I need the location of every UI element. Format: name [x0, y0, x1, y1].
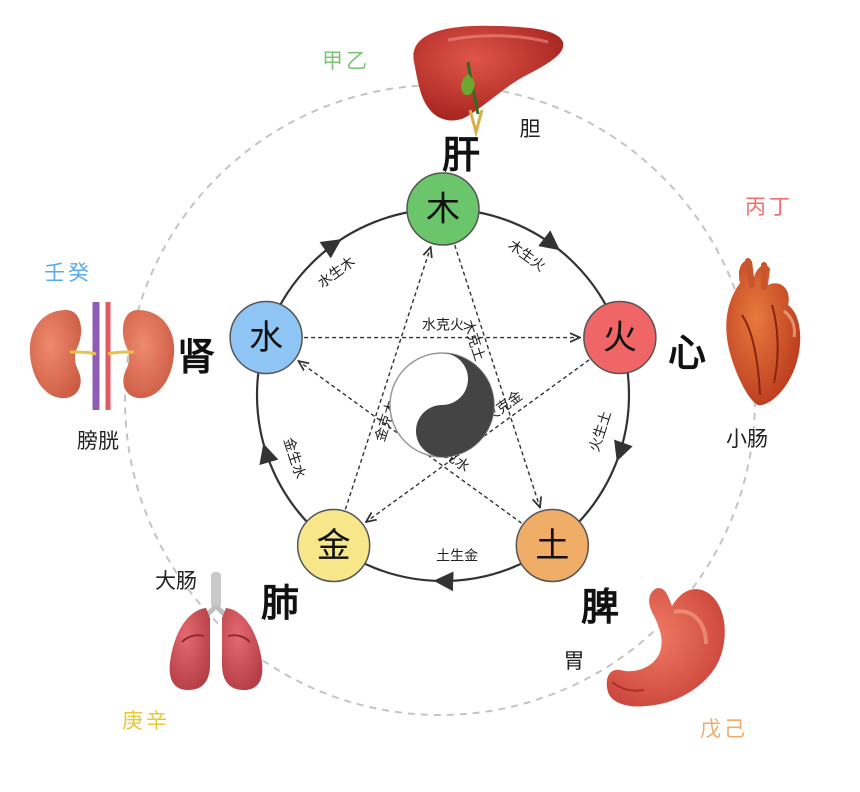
heart-icon [726, 258, 801, 406]
element-char-earth: 土 [535, 526, 569, 566]
generating-arrows [259, 230, 633, 592]
organ-label-fire: 心 [668, 331, 706, 375]
controlling-line-earth-water [298, 361, 522, 524]
organ-label-water: 肾 [177, 335, 215, 379]
element-char-wood: 木 [426, 190, 460, 230]
generating-label-earth-metal: 土生金 [436, 548, 478, 564]
element-circle-wood [406, 172, 480, 246]
generating-label-fire-earth: 火生土 [587, 409, 615, 454]
yin-yang-icon [389, 352, 495, 458]
lungs-icon [169, 572, 263, 690]
organ-labels: 肝 心 脾 肺 肾 [177, 133, 706, 629]
organ-label-metal: 肺 [261, 581, 299, 625]
stem-labels: 甲乙 丙丁 戊己 庚辛 壬癸 [44, 49, 793, 741]
controlling-lines [298, 244, 590, 524]
element-circle-fire [583, 300, 657, 375]
element-node-earth: 土 [515, 508, 590, 583]
stem-label-earth: 戊己 [700, 717, 748, 741]
element-node-wood: 木 [406, 172, 480, 246]
sub-organ-label-fire: 小肠 [726, 427, 768, 451]
organ-label-earth: 脾 [581, 585, 619, 629]
sub-organ-label-earth: 胃 [564, 649, 585, 673]
generating-arrow-metal-water [259, 443, 279, 466]
stem-label-wood: 甲乙 [322, 49, 370, 73]
sub-organ-label-metal: 大肠 [155, 569, 197, 593]
stem-label-metal: 庚辛 [122, 709, 170, 733]
generating-arrow-water-wood [319, 239, 342, 259]
controlling-label-wood-earth: 木克土 [459, 318, 487, 363]
element-char-metal: 金 [317, 526, 351, 566]
organ-label-wood: 肝 [442, 133, 480, 177]
element-nodes: 木火土 金 水 [229, 172, 657, 583]
generating-arrow-fire-earth [614, 439, 633, 462]
controlling-line-wood-earth [454, 244, 540, 507]
controlling-line-metal-wood [344, 247, 430, 510]
sub-organ-label-water: 膀胱 [77, 429, 119, 453]
element-node-water: 水 [229, 300, 303, 375]
controlling-line-fire-metal [366, 359, 590, 522]
liver-icon [413, 25, 564, 138]
element-char-water: 水 [249, 318, 283, 358]
generating-label-water-wood: 水生木 [315, 254, 358, 292]
element-char-fire: 火 [603, 318, 637, 358]
stem-label-fire: 丙丁 [745, 195, 793, 219]
element-node-fire: 火 [583, 300, 657, 375]
element-circle-water [229, 300, 303, 375]
element-node-metal: 金 [296, 508, 371, 583]
sub-organ-label-wood: 胆 [520, 117, 541, 141]
kidneys-icon [29, 302, 175, 410]
sub-organ-labels: 胆 小肠 胃 大肠 膀胱 [77, 117, 768, 673]
stomach-icon [606, 588, 725, 707]
generating-label-wood-fire: 木生火 [505, 237, 548, 275]
generating-arrow-wood-fire [538, 230, 560, 251]
generating-label-metal-water: 金生水 [280, 436, 308, 481]
element-circle-metal [296, 508, 371, 583]
element-circle-earth [515, 508, 590, 583]
stem-label-water: 壬癸 [44, 261, 92, 285]
controlling-label-water-fire: 水克火 [422, 318, 464, 334]
